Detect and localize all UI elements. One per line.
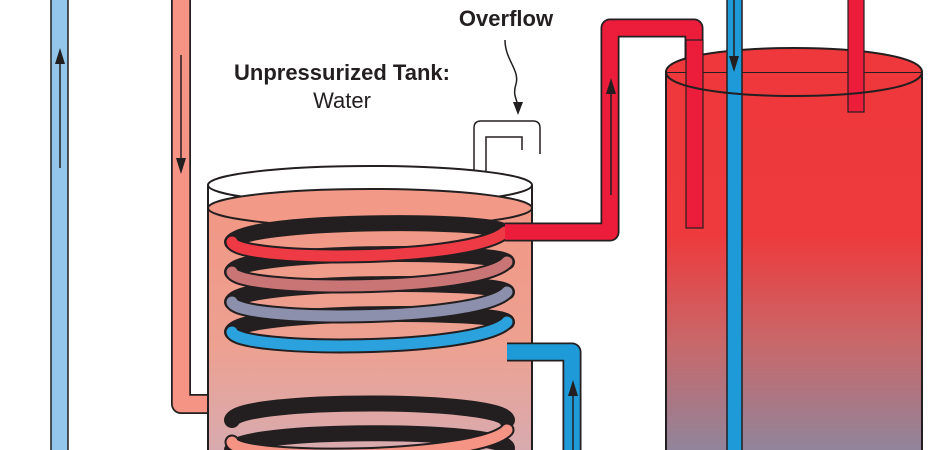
- tank-title-label: Unpressurized Tank:: [234, 60, 450, 85]
- unpressurized-tank: [207, 165, 533, 450]
- overflow-label: Overflow: [459, 6, 554, 31]
- storage-tank: [665, 0, 923, 450]
- arrow-down-icon: [729, 56, 739, 72]
- arrow-up-icon: [55, 48, 65, 64]
- overflow-pointer-arrow: [504, 39, 519, 109]
- heat-exchanger-coil: [224, 215, 515, 450]
- arrow-up-icon: [568, 380, 578, 396]
- cold-riser-pipe: [50, 0, 69, 450]
- cold-return-pipe: [507, 342, 582, 450]
- tank-content-label: Water: [313, 88, 371, 113]
- arrow-up-icon: [606, 78, 616, 94]
- overflow-pipe: [473, 120, 541, 178]
- arrow-down-icon: [513, 102, 523, 115]
- arrow-down-icon: [176, 158, 186, 174]
